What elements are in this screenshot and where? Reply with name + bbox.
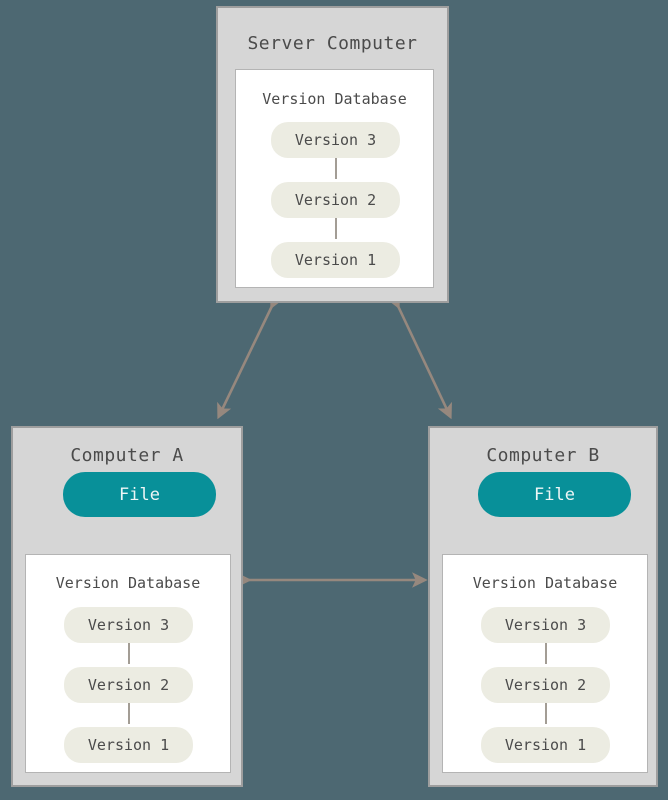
server-version-pill-1-label: Version 1	[294, 251, 377, 269]
computer-b-version-connector-2-1	[545, 702, 547, 724]
server-computer-title: Server Computer	[247, 33, 418, 54]
computer-a-version-pill-3[interactable]: Version 3	[64, 607, 193, 643]
arrow-server-computer-a	[217, 291, 285, 420]
computer-b-title: Computer B	[486, 445, 600, 466]
computer-b-version-pill-1-label: Version 1	[504, 736, 587, 754]
server-version-database-title: Version Database	[262, 90, 407, 108]
server-version-connector-3-2	[335, 157, 337, 179]
computer-a-box[interactable]: Computer A File Version Database Version…	[11, 426, 243, 787]
computer-b-file-pill[interactable]: File	[478, 472, 631, 517]
computer-b-version-pill-3[interactable]: Version 3	[481, 607, 610, 643]
computer-a-version-database-box[interactable]: Version Database Version 3 Version 2 Ver…	[25, 554, 231, 773]
computer-a-file-label: File	[119, 484, 160, 505]
computer-b-version-connector-3-2	[545, 642, 547, 664]
server-version-pill-1[interactable]: Version 1	[271, 242, 400, 278]
computer-b-version-pill-3-label: Version 3	[504, 616, 587, 634]
computer-b-version-pill-2-label: Version 2	[504, 676, 587, 694]
computer-b-version-database-box[interactable]: Version Database Version 3 Version 2 Ver…	[442, 554, 648, 773]
server-version-database-box[interactable]: Version Database Version 3 Version 2 Ver…	[235, 69, 434, 288]
computer-a-version-pill-2-label: Version 2	[87, 676, 170, 694]
computer-a-version-connector-2-1	[128, 702, 130, 724]
server-version-pill-2-label: Version 2	[294, 191, 377, 209]
computer-a-title: Computer A	[70, 445, 184, 466]
computer-a-version-connector-3-2	[128, 642, 130, 664]
server-version-connector-2-1	[335, 217, 337, 239]
computer-a-version-pill-2[interactable]: Version 2	[64, 667, 193, 703]
server-version-pill-3[interactable]: Version 3	[271, 122, 400, 158]
arrow-server-computer-b	[385, 291, 452, 420]
server-version-pill-2[interactable]: Version 2	[271, 182, 400, 218]
computer-b-version-pill-2[interactable]: Version 2	[481, 667, 610, 703]
computer-a-version-pill-3-label: Version 3	[87, 616, 170, 634]
computer-b-version-database-title: Version Database	[472, 574, 618, 592]
computer-b-box[interactable]: Computer B File Version Database Version…	[428, 426, 658, 787]
computer-b-version-pill-1[interactable]: Version 1	[481, 727, 610, 763]
computer-a-file-pill[interactable]: File	[63, 472, 216, 517]
computer-a-version-database-title: Version Database	[55, 574, 201, 592]
computer-b-file-label: File	[534, 484, 575, 505]
server-computer-box[interactable]: Server Computer Version Database Version…	[216, 6, 449, 303]
server-version-pill-3-label: Version 3	[294, 131, 377, 149]
computer-a-version-pill-1-label: Version 1	[87, 736, 170, 754]
computer-a-version-pill-1[interactable]: Version 1	[64, 727, 193, 763]
